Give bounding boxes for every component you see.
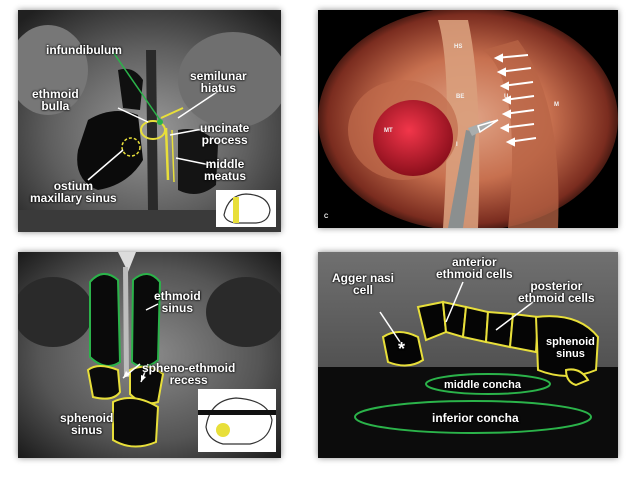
tag-c: C (324, 214, 329, 220)
axial-ct-panel: ethmoid sinus spheno-ethmoid recess sphe… (18, 252, 281, 458)
label-ethmoid-sinus: ethmoid sinus (154, 289, 201, 315)
middle-turbinate (373, 100, 453, 176)
ethmoid-sinus-right-outline (130, 273, 162, 368)
label-anterior-ethmoid-cells: anterior ethmoid cells (436, 255, 513, 281)
ethmoid-cells-outline (381, 300, 600, 387)
label-ethmoid-bulla: ethmoid bulla (32, 87, 79, 113)
asterisk-marker: * (398, 339, 406, 359)
label-posterior-ethmoid-cells: posterior ethmoid cells (518, 279, 595, 305)
tag-be: BE (456, 94, 465, 100)
skull-inset (198, 389, 276, 452)
tag-u: U (504, 94, 509, 100)
label-middle-concha: middle concha (444, 379, 522, 391)
tag-hs: HS (454, 44, 463, 50)
coronal-ct-panel: infundibulum ethmoid bulla semilunar hia… (18, 10, 281, 232)
tag-mt: MT (384, 128, 393, 134)
uncinate-process-outline (164, 127, 170, 181)
axial-ct-image (18, 252, 281, 458)
ostium-outline (121, 137, 141, 157)
tag-i: I (456, 142, 458, 148)
coronal-ct-image (18, 10, 281, 232)
label-spheno-ethmoid-recess: spheno-ethmoid recess (142, 361, 236, 387)
label-inferior-concha: inferior concha (432, 411, 519, 425)
inferior-concha-outline (354, 400, 592, 434)
label-infundibulum: infundibulum (46, 43, 122, 57)
middle-concha-outline (425, 373, 551, 395)
label-ostium-maxillary-sinus: ostium maxillary sinus (30, 179, 117, 205)
label-uncinate-process: uncinate process (200, 121, 250, 147)
label-sphenoid-sinus: sphenoid sinus (546, 336, 595, 360)
sagittal-ct-image (318, 252, 618, 458)
skull-inset (216, 190, 276, 227)
label-semilunar-hiatus: semilunar hiatus (190, 69, 247, 95)
label-middle-meatus: middle meatus (204, 157, 247, 183)
sagittal-ct-panel: Agger nasi cell anterior ethmoid cells p… (318, 252, 618, 458)
ethmoid-sinus-left-outline (89, 273, 122, 367)
label-sphenoid-sinus: sphenoid sinus (60, 411, 114, 437)
tag-m: M (554, 102, 559, 108)
arrows (493, 53, 537, 147)
sphenoid-sinus-outline (112, 397, 160, 448)
label-agger-nasi-cell: Agger nasi cell (332, 271, 395, 297)
endoscopic-image (318, 10, 618, 228)
endoscopic-view-panel: HS BE U M MT I C (318, 10, 618, 228)
